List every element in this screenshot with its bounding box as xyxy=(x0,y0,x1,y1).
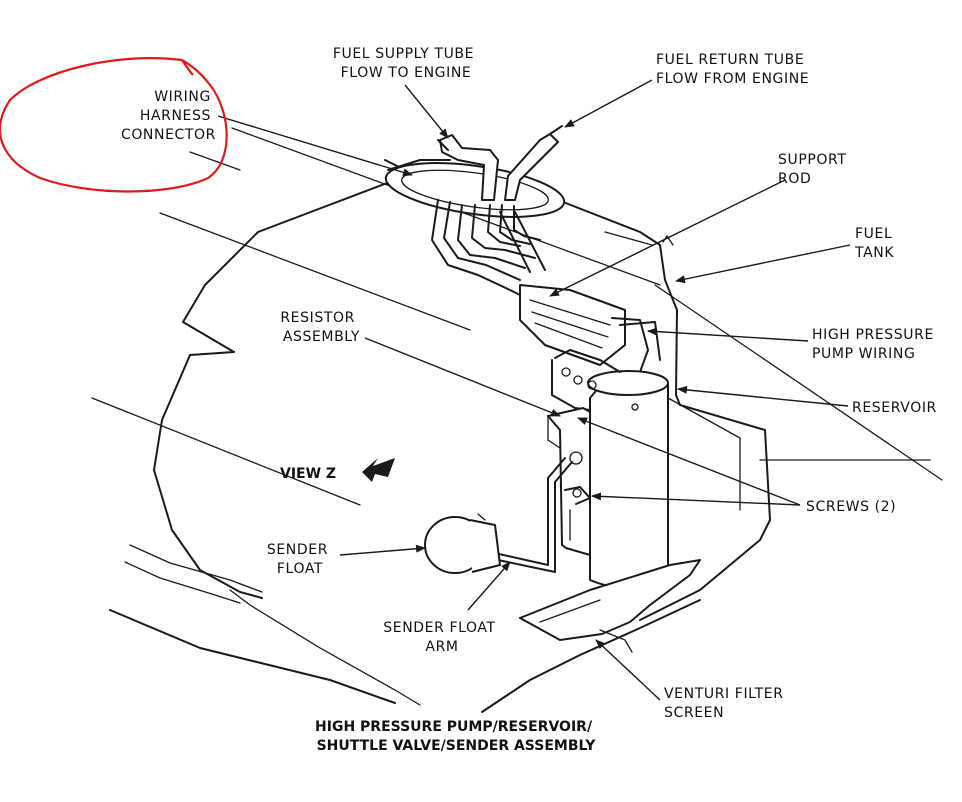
red-annotation-circle xyxy=(0,57,228,193)
venturi-filter xyxy=(519,559,701,653)
sender-float-label: SENDER FLOAT xyxy=(267,542,333,577)
fuel-tank-outline xyxy=(91,127,943,713)
wiring-harness-label: WIRING HARNESS CONNECTOR xyxy=(121,89,216,143)
hp-pump-wiring-label: HIGH PRESSURE PUMP WIRING xyxy=(812,327,939,362)
fuel-supply-label: FUEL SUPPLY TUBE FLOW TO ENGINE xyxy=(333,46,479,81)
screws-label: SCREWS (2) xyxy=(806,499,896,515)
resistor-assembly-label: RESISTOR ASSEMBLY xyxy=(280,310,360,345)
diagram-caption: HIGH PRESSURE PUMP/RESERVOIR/ SHUTTLE VA… xyxy=(315,719,597,754)
support-rod-label: SUPPORT ROD xyxy=(778,152,852,187)
view-z-arrow xyxy=(362,458,395,482)
pump-head xyxy=(519,284,661,373)
venturi-filter-label: VENTURI FILTER SCREEN xyxy=(664,686,789,721)
leader-lines xyxy=(217,79,851,701)
fuel-tubes xyxy=(431,125,563,301)
view-z-label: VIEW Z xyxy=(280,466,336,482)
fuel-return-label: FUEL RETURN TUBE FLOW FROM ENGINE xyxy=(656,52,809,87)
fuel-tank-label: FUEL TANK xyxy=(854,226,897,261)
sender-float-arm-label: SENDER FLOAT ARM xyxy=(383,620,500,655)
resistor-box xyxy=(547,407,591,556)
reservoir-label: RESERVOIR xyxy=(852,400,937,416)
sender-float-assembly xyxy=(424,457,573,574)
